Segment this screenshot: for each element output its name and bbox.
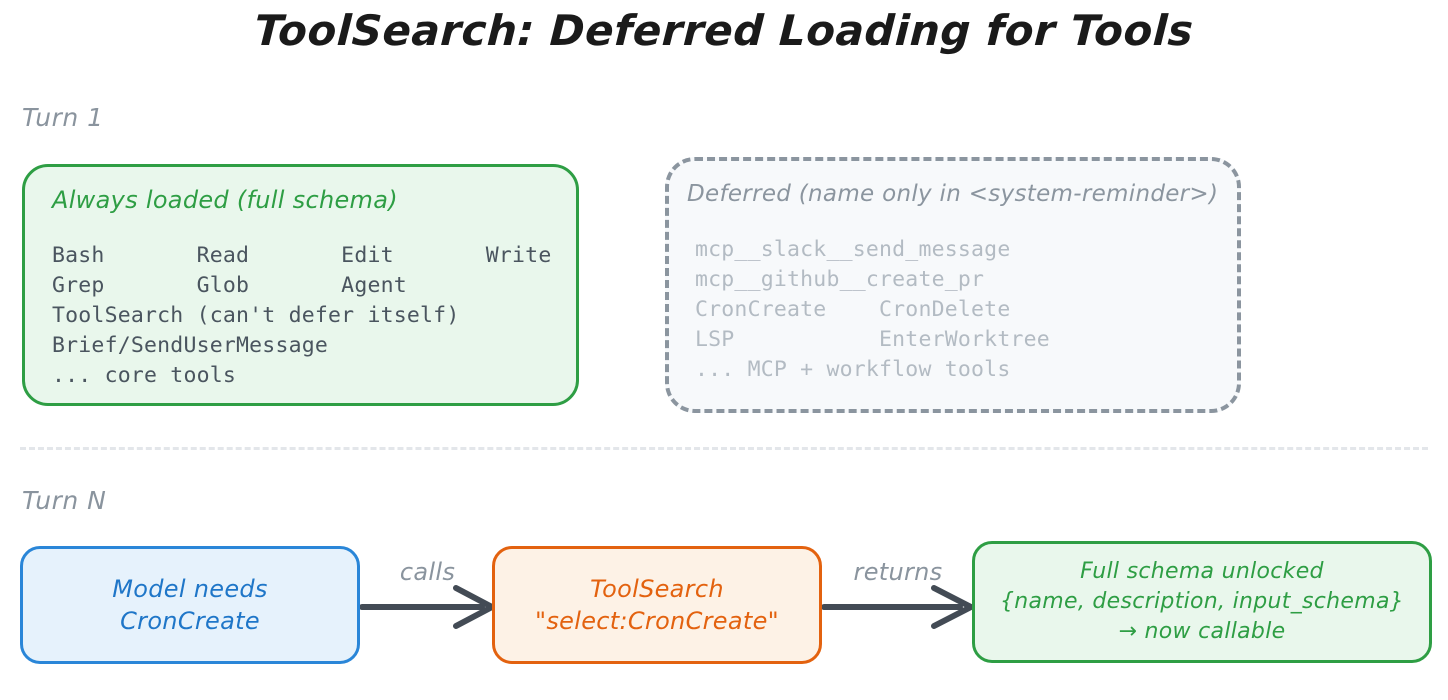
toolsearch-call-box: ToolSearch "select:CronCreate"	[492, 546, 822, 664]
deferred-panel: Deferred (name only in <system-reminder>…	[665, 157, 1241, 413]
schema-unlocked-box: Full schema unlocked {name, description,…	[972, 541, 1432, 663]
section-divider	[20, 447, 1428, 450]
turn-1-label: Turn 1	[22, 103, 104, 132]
deferred-heading: Deferred (name only in <system-reminder>…	[687, 181, 1219, 207]
always-loaded-heading: Always loaded (full schema)	[52, 186, 398, 214]
always-loaded-tool-list: Bash Read Edit Write Grep Glob Agent Too…	[52, 243, 552, 388]
arrow-right-icon	[360, 585, 495, 629]
schema-unlocked-line-3: → now callable	[1118, 619, 1286, 644]
page-title: ToolSearch: Deferred Loading for Tools	[253, 6, 1195, 55]
returns-arrow-label: returns	[853, 558, 943, 586]
arrow-right-icon	[822, 585, 974, 629]
model-needs-line-2: CronCreate	[120, 607, 260, 635]
calls-arrow-label: calls	[399, 558, 456, 586]
always-loaded-panel: Always loaded (full schema) Bash Read Ed…	[22, 164, 579, 406]
schema-unlocked-line-1: Full schema unlocked	[1080, 559, 1324, 584]
model-needs-line-1: Model needs	[112, 575, 268, 603]
toolsearch-line-2: "select:CronCreate"	[535, 607, 779, 635]
toolsearch-line-1: ToolSearch	[590, 575, 724, 603]
returns-arrow: returns	[822, 558, 974, 630]
model-needs-box: Model needs CronCreate	[20, 546, 360, 664]
turn-n-label: Turn N	[22, 486, 107, 515]
schema-unlocked-line-2: {name, description, input_schema}	[999, 589, 1405, 614]
calls-arrow: calls	[360, 558, 495, 630]
deferred-tool-list: mcp__slack__send_message mcp__github__cr…	[695, 237, 1050, 382]
